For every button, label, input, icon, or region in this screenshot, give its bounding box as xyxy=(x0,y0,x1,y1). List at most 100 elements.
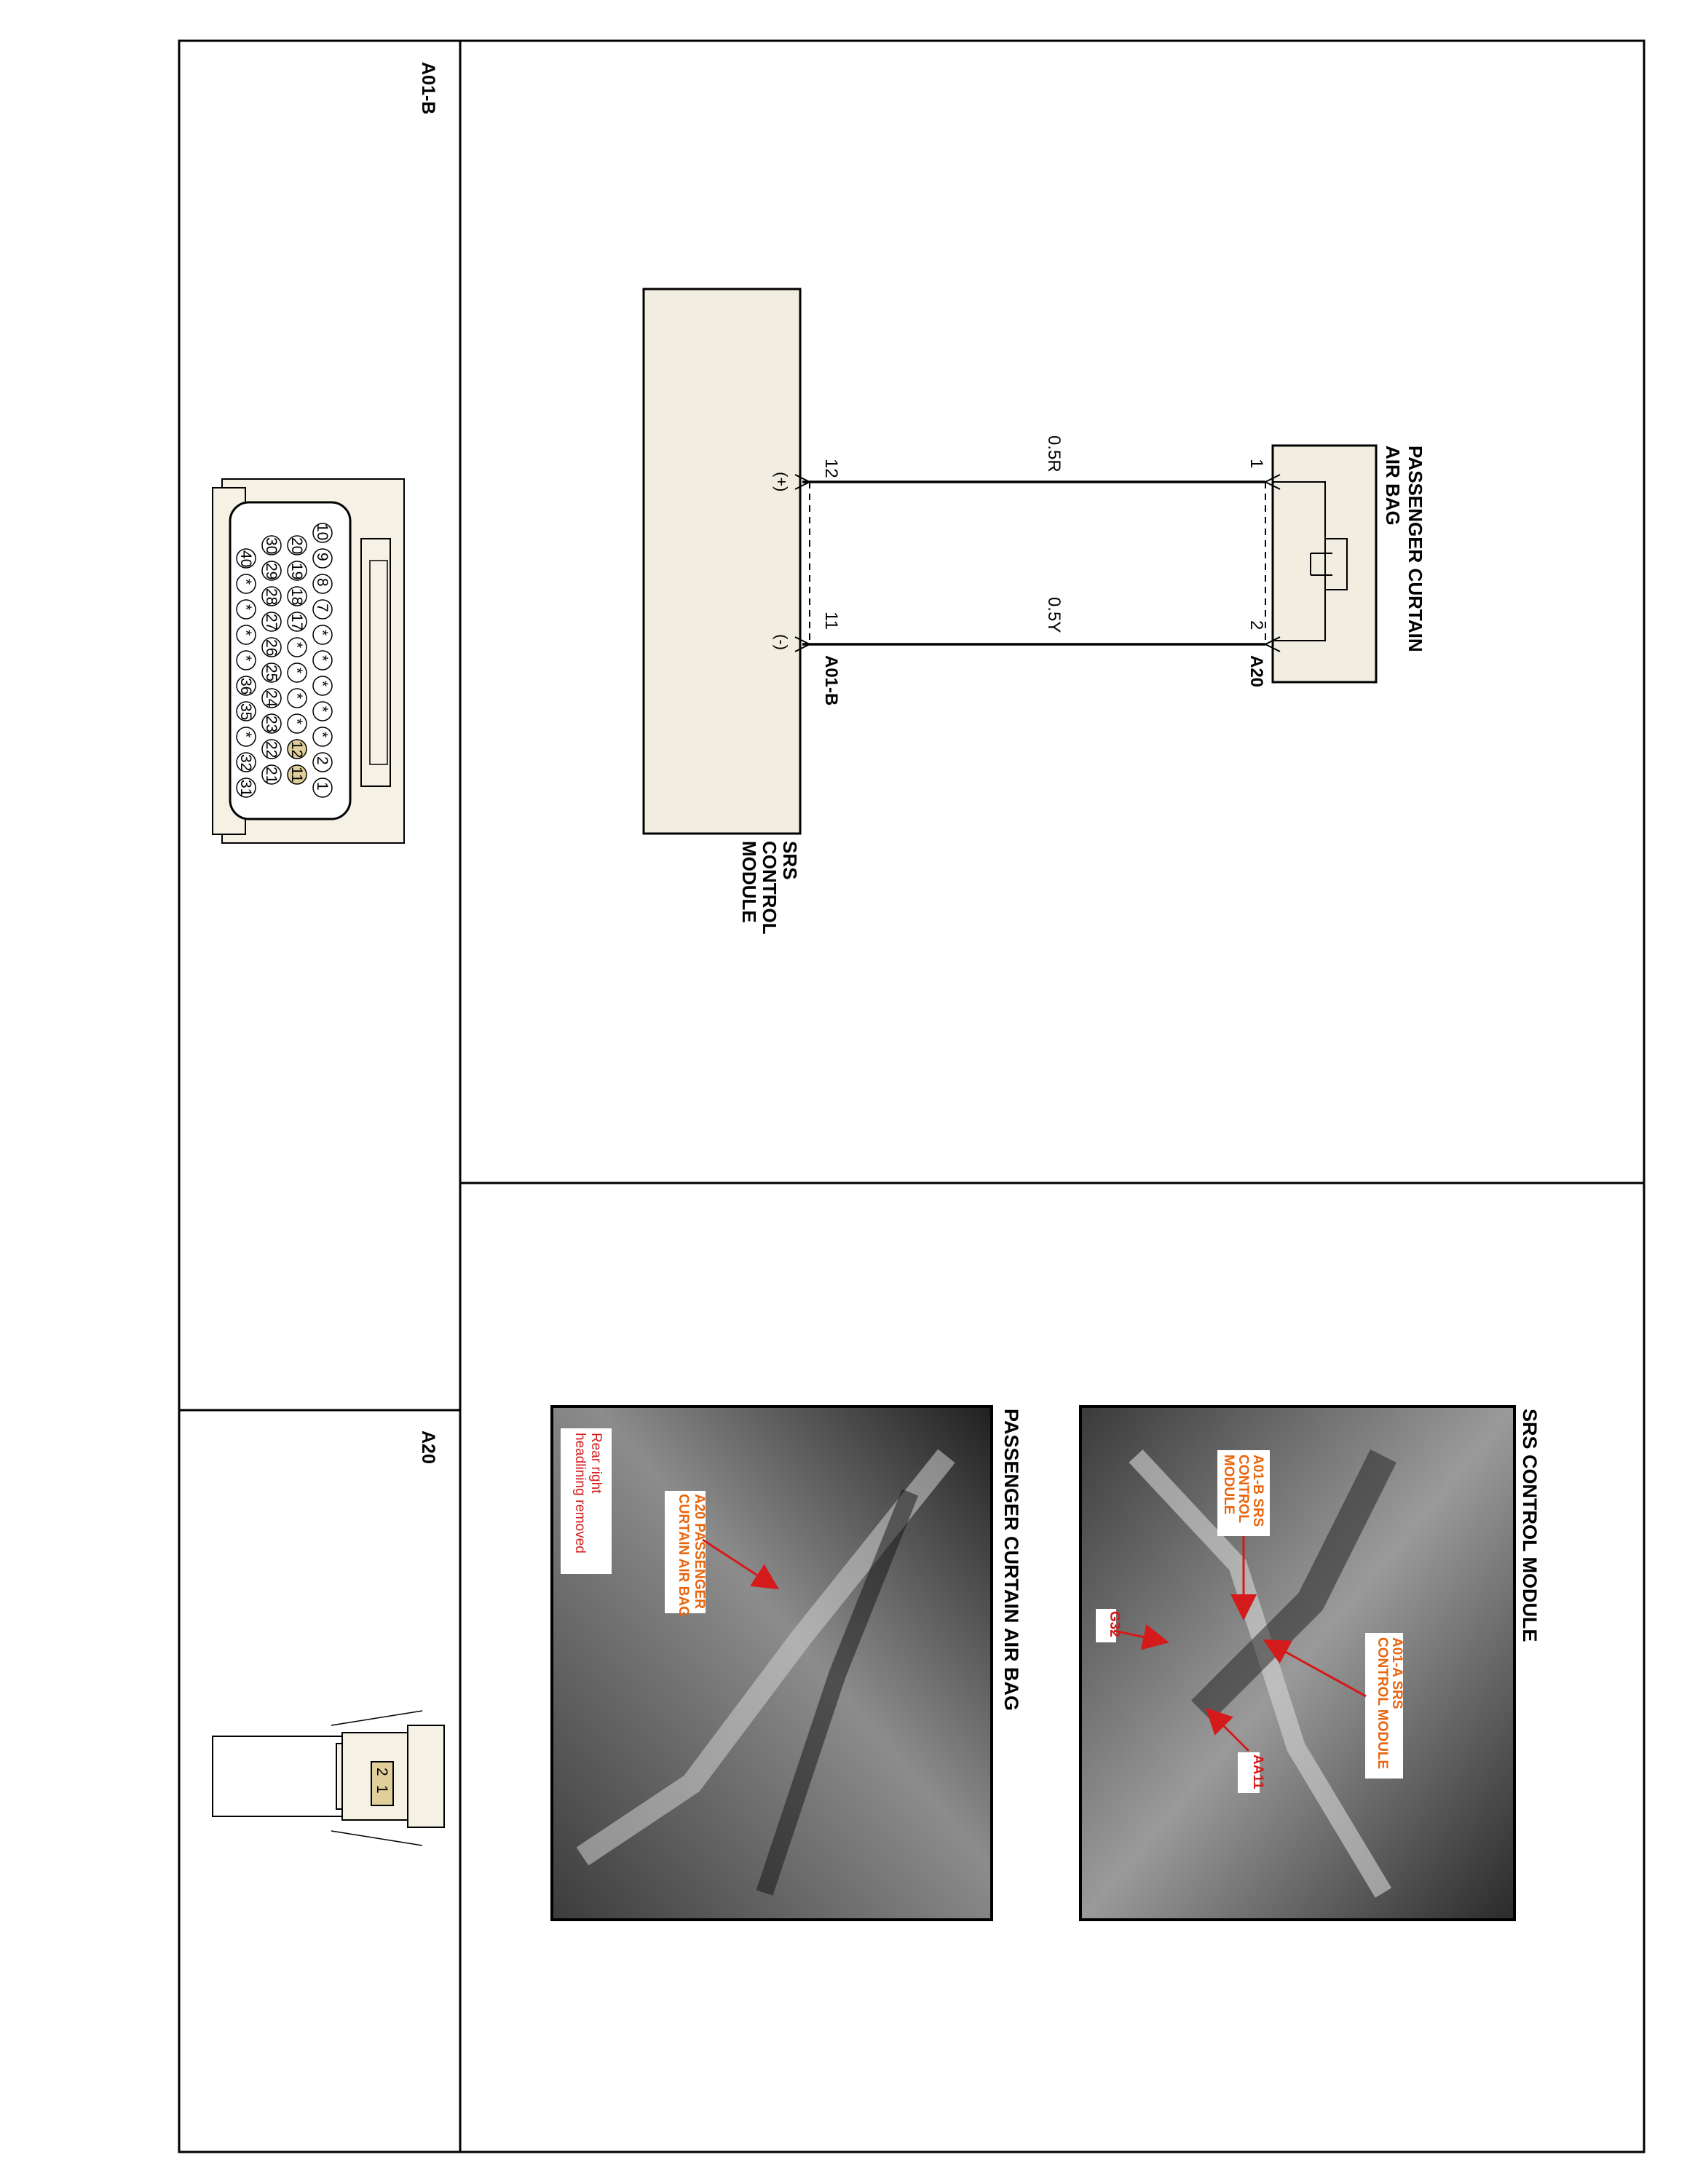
pin-label: 22 xyxy=(263,741,280,758)
callout-a01b-line3: MODULE xyxy=(1221,1455,1236,1514)
page-frame xyxy=(178,39,1645,2153)
pin-cell xyxy=(236,599,256,620)
pin-label: 20 xyxy=(288,537,305,554)
pin-label: 8 xyxy=(314,578,331,587)
callout-box xyxy=(1365,1633,1403,1779)
callout-a01a-line2: CONTROL MODULE xyxy=(1375,1637,1390,1769)
pin-label: 2 xyxy=(314,756,331,765)
pin-cell xyxy=(287,535,307,555)
srs-polarity-minus: (-) xyxy=(773,634,791,650)
pin-label: * xyxy=(314,655,331,661)
callout-g32-arrow xyxy=(1113,1624,1169,1650)
pin-label: 17 xyxy=(288,614,305,630)
wire-red-label: 0.5R xyxy=(1044,435,1064,472)
connector-a01b-row-4: 31 32 * 35 36 * * * * 40 xyxy=(236,548,256,798)
pin-cell xyxy=(236,752,256,772)
pin-label: 23 xyxy=(263,716,280,732)
pin-cell xyxy=(312,574,333,594)
pin-label: 24 xyxy=(263,690,280,708)
pin-label: * xyxy=(314,630,331,636)
pin-cell xyxy=(236,727,256,747)
pin-label: * xyxy=(288,642,305,648)
srs-name-line2: CONTROL xyxy=(759,841,781,935)
pin-label: 35 xyxy=(237,703,254,720)
connector-a01b-face: 1 2 * * * * * 7 8 9 10 11 12 * * * * 17 … xyxy=(212,478,405,844)
pin-cell xyxy=(261,535,282,555)
photo-srs-control-module: SRS CONTROL MODULE A01-B SRS CONTROL MOD… xyxy=(1079,1405,1541,1921)
pin-cell xyxy=(261,739,282,759)
callout-a01a-arrow xyxy=(1263,1639,1367,1698)
pin-label: 1 xyxy=(314,782,331,791)
connector-a01b-code: A01-B xyxy=(418,62,438,114)
callout-box xyxy=(1238,1752,1260,1793)
callout-g32: G32 xyxy=(1107,1611,1122,1637)
pin-cell xyxy=(287,637,307,657)
pin-cell xyxy=(287,561,307,581)
pin-label: 28 xyxy=(263,588,280,605)
photo-srs-image xyxy=(1079,1405,1516,1921)
callout-a01a-line1: A01-A SRS xyxy=(1389,1637,1404,1709)
pin-label: * xyxy=(237,655,254,661)
pin-label: * xyxy=(237,630,254,636)
pin-cell xyxy=(312,727,333,747)
pin-label: 29 xyxy=(263,563,280,579)
connector-a01b-row-2: 11 12 * * * * 17 18 19 20 xyxy=(287,535,307,785)
pin-cell xyxy=(312,523,333,543)
air-bag-pin-1: 1 xyxy=(1247,459,1266,468)
pin-label: 11 xyxy=(288,767,305,783)
pin-cell xyxy=(261,586,282,606)
pin-cell-highlighted xyxy=(287,764,307,785)
air-bag-name-line1: PASSENGER CURTAIN xyxy=(1404,446,1426,652)
srs-pin-12: 12 xyxy=(821,459,841,478)
pin-label: * xyxy=(314,732,331,737)
photo-passenger-curtain-air-bag: PASSENGER CURTAIN AIR BAG Rear right hea… xyxy=(550,1405,1022,1921)
pin-cell xyxy=(312,752,333,772)
pin-cell xyxy=(287,713,307,734)
srs-connector-code: A01-B xyxy=(821,655,841,705)
callout-a20-arrow xyxy=(702,1538,780,1590)
note-line2: headlining removed xyxy=(572,1433,588,1554)
pin-label: 19 xyxy=(288,563,305,579)
srs-polarity-plus: (+) xyxy=(773,472,791,492)
pin-cell xyxy=(261,612,282,632)
pin-cell xyxy=(236,574,256,594)
photo-srs-title: SRS CONTROL MODULE xyxy=(1519,1409,1541,1642)
pin-cell xyxy=(312,676,333,696)
pin-label: 36 xyxy=(237,678,254,695)
pin-cell xyxy=(287,586,307,606)
pin-cell xyxy=(261,662,282,683)
pin-label: * xyxy=(288,693,305,699)
pin-label: 18 xyxy=(288,588,305,605)
pin-cell xyxy=(312,625,333,645)
component-passenger-curtain-air-bag: PASSENGER CURTAIN AIR BAG A20 1 2 xyxy=(1247,444,1426,687)
pin-label: 27 xyxy=(263,614,280,630)
pin-label: 9 xyxy=(314,553,331,561)
wire-harness: 0.5R 0.5Y xyxy=(802,435,1265,646)
air-bag-squib-outline xyxy=(1273,481,1326,641)
pin-label: * xyxy=(314,681,331,687)
pin-label: 30 xyxy=(263,537,280,554)
connector-a20-wire-1 xyxy=(331,1710,423,1726)
pin-label: * xyxy=(237,579,254,585)
pin-label: 26 xyxy=(263,639,280,656)
pin-cell xyxy=(312,778,333,798)
connector-a20-pin-block xyxy=(371,1761,394,1806)
connector-a01b-lock xyxy=(360,538,391,787)
pin-cell xyxy=(236,650,256,670)
callout-a01b-line1: A01-B SRS xyxy=(1250,1455,1265,1527)
callout-a01b-line2: CONTROL xyxy=(1236,1455,1251,1523)
callout-a20-line1: A20 PASSENGER xyxy=(692,1494,707,1609)
photo-curtain-trim-shape xyxy=(576,1449,955,1866)
pin-label: 31 xyxy=(237,780,254,796)
callout-box xyxy=(561,1428,612,1574)
pin-cell xyxy=(287,688,307,708)
pin-label: 10 xyxy=(314,523,331,540)
pin-label: 25 xyxy=(263,665,280,681)
pin-label: * xyxy=(288,668,305,673)
callout-box xyxy=(1096,1609,1116,1642)
pin-label: 32 xyxy=(237,754,254,771)
connector-a01b-row-top: 1 2 * * * * * 7 8 9 10 xyxy=(312,523,333,798)
photo-curtain-title: PASSENGER CURTAIN AIR BAG xyxy=(1000,1409,1022,1711)
pin-cell xyxy=(312,701,333,721)
